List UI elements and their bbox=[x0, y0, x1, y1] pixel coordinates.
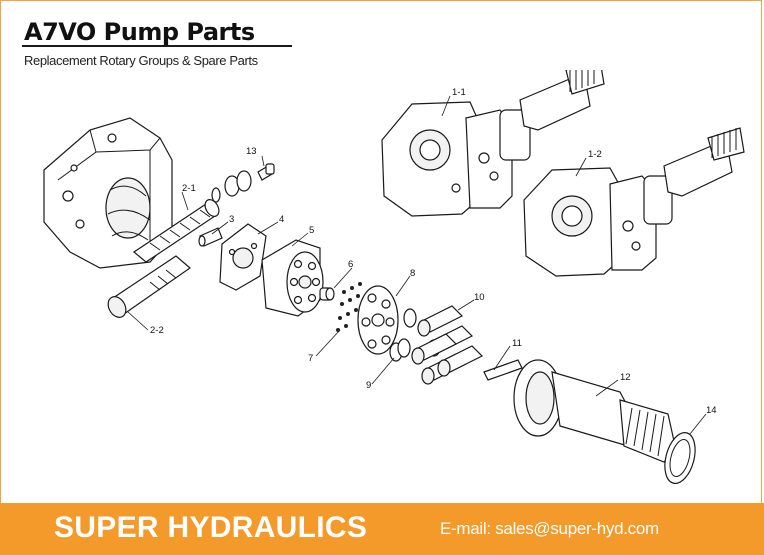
label-1-1: 1-1 bbox=[452, 87, 466, 98]
label-5: 5 bbox=[309, 225, 314, 236]
exploded-parts-diagram: 1-1 1-2 2-1 2-2 3 4 5 6 7 8 9 10 11 12 1… bbox=[43, 70, 745, 484]
port-plate-housing bbox=[43, 117, 173, 269]
label-9: 9 bbox=[366, 380, 371, 391]
part-labels: 1-1 1-2 2-1 2-2 3 4 5 6 7 8 9 10 11 12 1… bbox=[150, 87, 717, 416]
label-11: 11 bbox=[512, 338, 522, 349]
pump-assembly-1-2 bbox=[523, 127, 745, 277]
center-pin-6 bbox=[319, 287, 335, 301]
drive-shaft-12 bbox=[513, 359, 677, 463]
label-2-2: 2-2 bbox=[150, 325, 164, 336]
screw-13 bbox=[257, 163, 275, 181]
pump-assembly-1-1 bbox=[381, 70, 605, 217]
label-13: 13 bbox=[246, 146, 257, 157]
rod-11 bbox=[483, 359, 523, 381]
label-8: 8 bbox=[410, 268, 415, 279]
pistons-10 bbox=[411, 305, 484, 385]
contact-email: E-mail: sales@super-hyd.com bbox=[440, 519, 659, 538]
page-subtitle: Replacement Rotary Groups & Spare Parts bbox=[24, 53, 258, 68]
retainer-plate-8 bbox=[357, 285, 399, 355]
label-4: 4 bbox=[279, 214, 284, 225]
cylinder-block-5 bbox=[261, 239, 324, 317]
label-3: 3 bbox=[229, 214, 234, 225]
brand-name: SUPER HYDRAULICS bbox=[54, 511, 368, 544]
label-12: 12 bbox=[620, 372, 631, 383]
footer-bar: SUPER HYDRAULICS E-mail: sales@super-hyd… bbox=[0, 503, 764, 555]
valve-plate-4 bbox=[219, 223, 267, 291]
label-2-1: 2-1 bbox=[182, 183, 196, 194]
leader-lines bbox=[127, 95, 707, 435]
washers-9 bbox=[389, 308, 417, 362]
title-underline bbox=[22, 45, 292, 47]
page-title: A7VO Pump Parts bbox=[24, 18, 255, 46]
shaft-2-2 bbox=[107, 255, 191, 318]
label-1-2: 1-2 bbox=[588, 149, 602, 160]
label-7: 7 bbox=[308, 353, 313, 364]
o-rings-top bbox=[211, 170, 252, 203]
splined-shaft-2-1 bbox=[132, 199, 220, 263]
label-10: 10 bbox=[474, 292, 485, 303]
pin-3 bbox=[198, 227, 223, 247]
label-6: 6 bbox=[348, 259, 353, 270]
label-14: 14 bbox=[706, 405, 717, 416]
ring-14 bbox=[664, 432, 696, 484]
